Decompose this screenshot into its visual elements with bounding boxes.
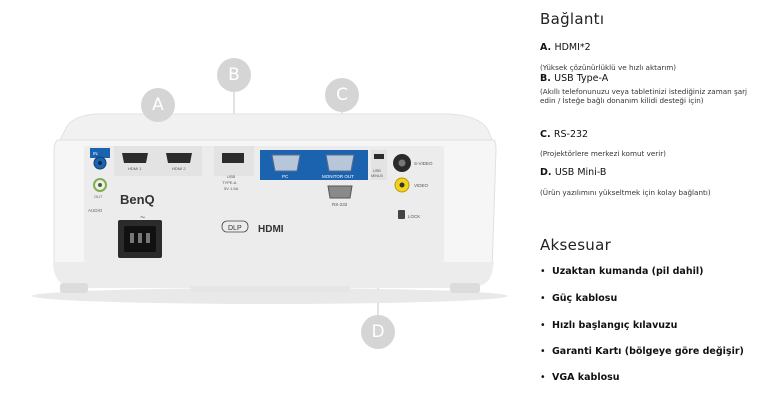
hdmi-2-port — [166, 153, 192, 163]
callout-c: C — [325, 78, 359, 112]
hdmi-logo: HDMI — [258, 224, 284, 235]
monitor-out-port — [325, 154, 355, 172]
tilde-symbol: ~ — [140, 212, 145, 222]
dlp-logo: DLP — [228, 225, 242, 232]
foot-left — [60, 283, 88, 293]
connection-item-c-desc: (Projektörlere merkezi komut verir) — [540, 149, 666, 158]
projector-rear-view: IN OUT AUDIO HDMI 1 HDMI 2 USB TYPE-A 5V… — [32, 58, 508, 349]
accessory-item: •Uzaktan kumanda (pil dahil) — [540, 266, 704, 277]
dlp-logo-frame — [221, 220, 249, 233]
connection-title: Bağlantı — [540, 10, 605, 28]
label-s-video: S-VIDEO — [414, 161, 433, 166]
label-usb-type: TYPE-A — [222, 180, 237, 185]
projector-lid — [59, 113, 493, 141]
usb-a-port — [222, 153, 244, 163]
label-pc: PC — [282, 174, 289, 179]
accessory-item: •Hızlı başlangıç kılavuzu — [540, 320, 678, 331]
accessories-title: Aksesuar — [540, 236, 612, 254]
label-lock: LOCK — [408, 214, 420, 219]
pc-vga-port — [271, 154, 301, 172]
callout-d: D — [361, 315, 395, 349]
brand-logo: BenQ — [120, 192, 155, 207]
accessory-item: •Güç kablosu — [540, 293, 618, 304]
projector-illustration: IN OUT AUDIO HDMI 1 HDMI 2 USB TYPE-A 5V… — [32, 90, 508, 318]
accessory-item: •Garanti Kartı (bölgeye göre değişir) — [540, 346, 744, 357]
usb-mini-port — [374, 154, 384, 159]
hdmi-1-port — [122, 153, 148, 163]
projector-base-rim — [54, 262, 494, 288]
label-usb-mini-b: MINI-B — [371, 174, 383, 178]
callout-b: B — [217, 58, 251, 92]
label-hdmi2: HDMI 2 — [172, 166, 186, 171]
connection-item-a-title: A. HDMI*2 — [540, 42, 591, 53]
label-usb-power: 5V 1.5A — [224, 186, 239, 191]
label-hdmi1: HDMI 1 — [128, 166, 142, 171]
connection-item-d-title: D. USB Mini-B — [540, 167, 607, 178]
connection-item-b-title: B. USB Type-A — [540, 73, 609, 84]
label-usb: USB — [227, 174, 236, 179]
info-panel: Bağlantı A. HDMI*2 (Yüksek çözünürlüklü … — [540, 0, 762, 406]
accessory-item: •VGA kablosu — [540, 372, 620, 383]
label-usb-mini: USB — [373, 169, 381, 173]
audio-in-badge — [90, 148, 110, 158]
label-monitor-out: MONITOR OUT — [322, 174, 354, 179]
connection-item-d-desc: (Ürün yazılımını yükseltmek için kolay b… — [540, 188, 711, 197]
connection-item-a-desc: (Yüksek çözünürlüklü ve hızlı aktarım) — [540, 63, 677, 72]
connection-item-b-desc: (Akıllı telefonunuzu veya tabletinizi is… — [540, 87, 748, 105]
rs232-port — [327, 185, 353, 199]
connection-item-c-title: C. RS-232 — [540, 129, 589, 140]
foot-right — [450, 283, 480, 293]
lock-slot — [398, 210, 405, 219]
ground-shadow — [32, 288, 508, 304]
label-video: VIDEO — [414, 183, 429, 188]
label-audio: AUDIO — [88, 208, 103, 213]
callout-a: A — [141, 88, 175, 122]
label-in: IN — [93, 151, 98, 156]
foot-center — [190, 286, 350, 292]
label-out: OUT — [94, 194, 103, 199]
label-rs232: RS-232 — [332, 202, 348, 207]
